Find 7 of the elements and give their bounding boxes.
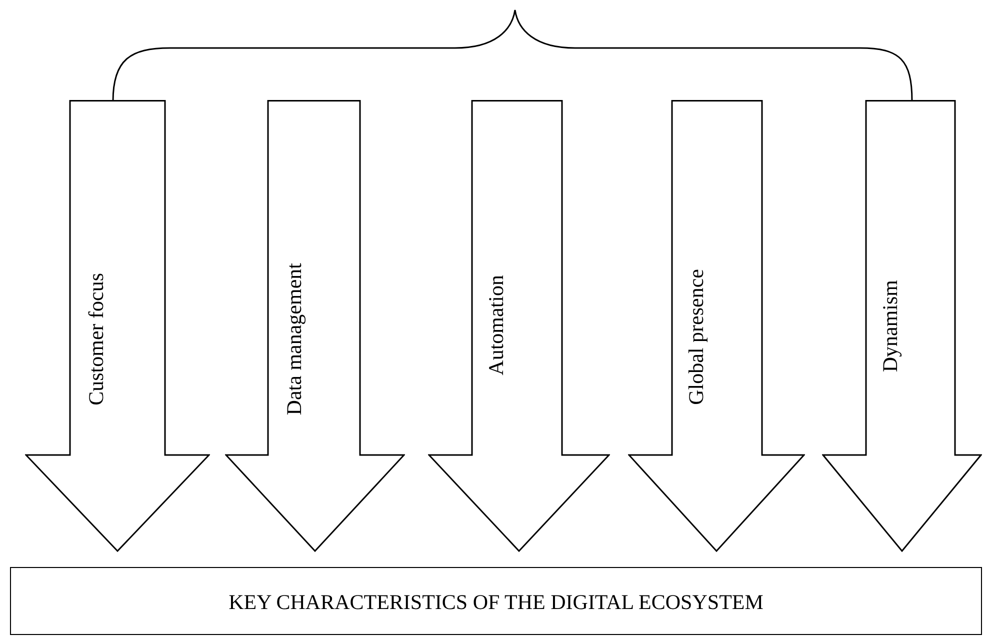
arrow-label: Automation [484, 274, 508, 375]
text-box [10, 567, 982, 635]
arrow-label: Data management [282, 262, 306, 415]
box-label: KEY CHARACTERISTICS OF THE DIGITAL ECOSYSTEM [228, 590, 764, 615]
arrow-label: Global presence [684, 269, 708, 405]
arrow-label: Dynamism [878, 280, 902, 372]
arrow-label: Customer focus [84, 272, 108, 405]
